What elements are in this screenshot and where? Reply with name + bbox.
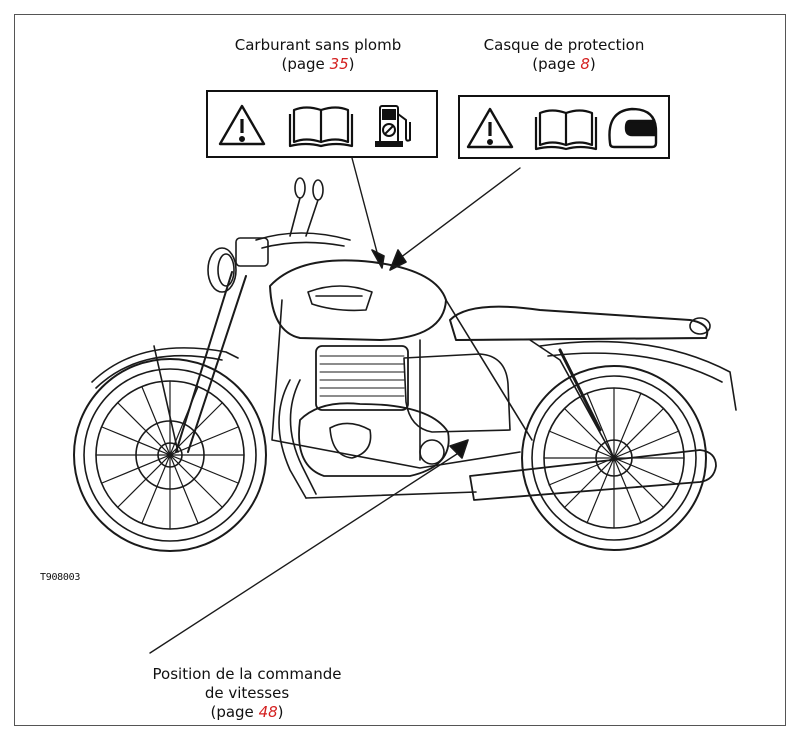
helmet-label-icons bbox=[466, 107, 658, 151]
headlight bbox=[207, 247, 237, 293]
warning-icon bbox=[218, 104, 266, 146]
fuel-pump-icon bbox=[375, 105, 411, 147]
gear-leader-line bbox=[149, 451, 461, 654]
manual-book-icon bbox=[288, 106, 354, 148]
helmet-caption: Casque de protection (page 8) bbox=[434, 36, 694, 74]
tail-light bbox=[689, 317, 711, 335]
manual-book-icon bbox=[534, 109, 598, 151]
helmet-label-box bbox=[458, 95, 670, 159]
fuel-leader-line bbox=[351, 157, 379, 257]
fuel-label-icons bbox=[218, 104, 411, 148]
figure-frame bbox=[14, 14, 786, 726]
gear-caption-page: (page 48) bbox=[210, 703, 284, 721]
fuel-caption: Carburant sans plomb (page 35) bbox=[188, 36, 448, 74]
seat bbox=[449, 305, 709, 341]
handlebar bbox=[255, 232, 351, 241]
gear-caption: Position de la commande de vitesses (pag… bbox=[112, 665, 382, 722]
helmet-caption-text: Casque de protection bbox=[483, 36, 645, 54]
fuel-page-link[interactable]: 35 bbox=[329, 55, 349, 73]
rear-fender bbox=[539, 340, 737, 411]
fuel-tank bbox=[269, 259, 447, 341]
gear-caption-line2: de vitesses bbox=[204, 684, 290, 702]
gear-arrowhead bbox=[449, 439, 469, 459]
fuel-arrowhead bbox=[371, 249, 385, 269]
figure-code: T908003 bbox=[40, 572, 81, 583]
side-panel bbox=[403, 353, 511, 433]
warning-icon bbox=[466, 107, 514, 149]
exhaust-silencer bbox=[469, 449, 717, 501]
gear-page-link[interactable]: 48 bbox=[258, 703, 278, 721]
helmet-page-link[interactable]: 8 bbox=[580, 55, 590, 73]
engine bbox=[298, 345, 450, 477]
fuel-label-box bbox=[206, 90, 438, 158]
fuel-caption-page: (page 35) bbox=[281, 55, 355, 73]
helmet-icon bbox=[608, 107, 658, 149]
gear-caption-line1: Position de la commande bbox=[152, 665, 342, 683]
exhaust-header bbox=[278, 379, 307, 499]
front-wheel bbox=[73, 358, 267, 552]
helmet-leader-line bbox=[399, 167, 521, 259]
fuel-caption-text: Carburant sans plomb bbox=[234, 36, 402, 54]
helmet-caption-page: (page 8) bbox=[532, 55, 596, 73]
